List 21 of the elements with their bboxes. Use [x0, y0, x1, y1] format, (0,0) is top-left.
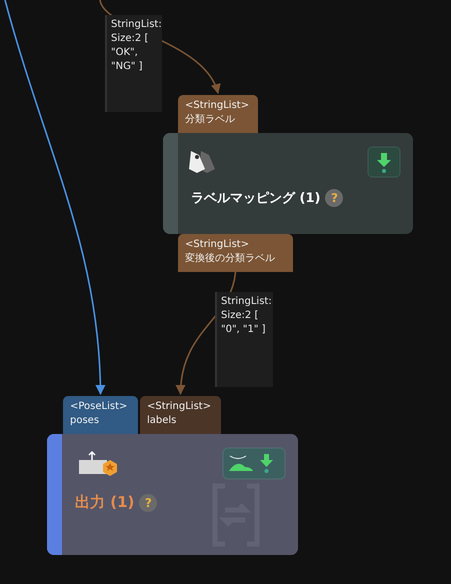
port-text: <PoseList>	[70, 400, 128, 414]
port-text: 変換後の分類ラベル	[185, 252, 276, 266]
port-tab	[63, 396, 138, 434]
step-card	[47, 434, 298, 555]
help-icon: ?	[325, 189, 344, 207]
port-text: <StringList>	[185, 238, 250, 252]
step-title: 出力 (1)	[75, 493, 134, 512]
port-tab	[178, 95, 258, 133]
port-text: poses	[70, 414, 100, 428]
step-title: ラベルマッピング (1)	[191, 190, 320, 207]
port-text: labels	[147, 414, 178, 428]
port-text: 分類ラベル	[185, 113, 236, 127]
value-tooltip: StringList: Size:2 [ "OK", "NG" ]	[105, 15, 162, 112]
value-tooltip: StringList: Size:2 [ "0", "1" ]	[215, 292, 273, 387]
port-tab	[178, 234, 293, 272]
port-text: <StringList>	[147, 400, 212, 414]
help-icon: ?	[139, 494, 158, 512]
connector-arrow	[4, 0, 106, 395]
port-tab	[140, 396, 221, 434]
port-text: <StringList>	[185, 99, 250, 113]
step-card	[163, 133, 413, 234]
